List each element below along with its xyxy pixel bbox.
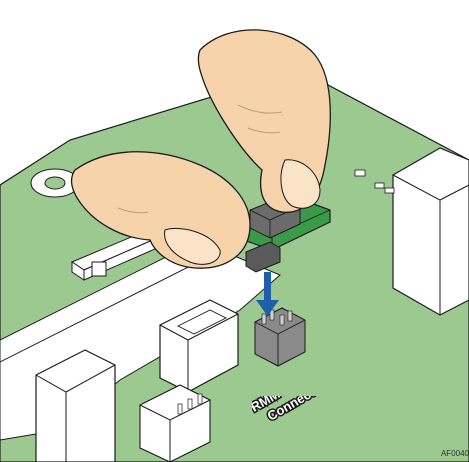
right-component — [393, 148, 469, 315]
figure-identifier: AF0040 — [441, 449, 469, 458]
callout-label: RMM4 Lite Connector — [252, 396, 412, 436]
